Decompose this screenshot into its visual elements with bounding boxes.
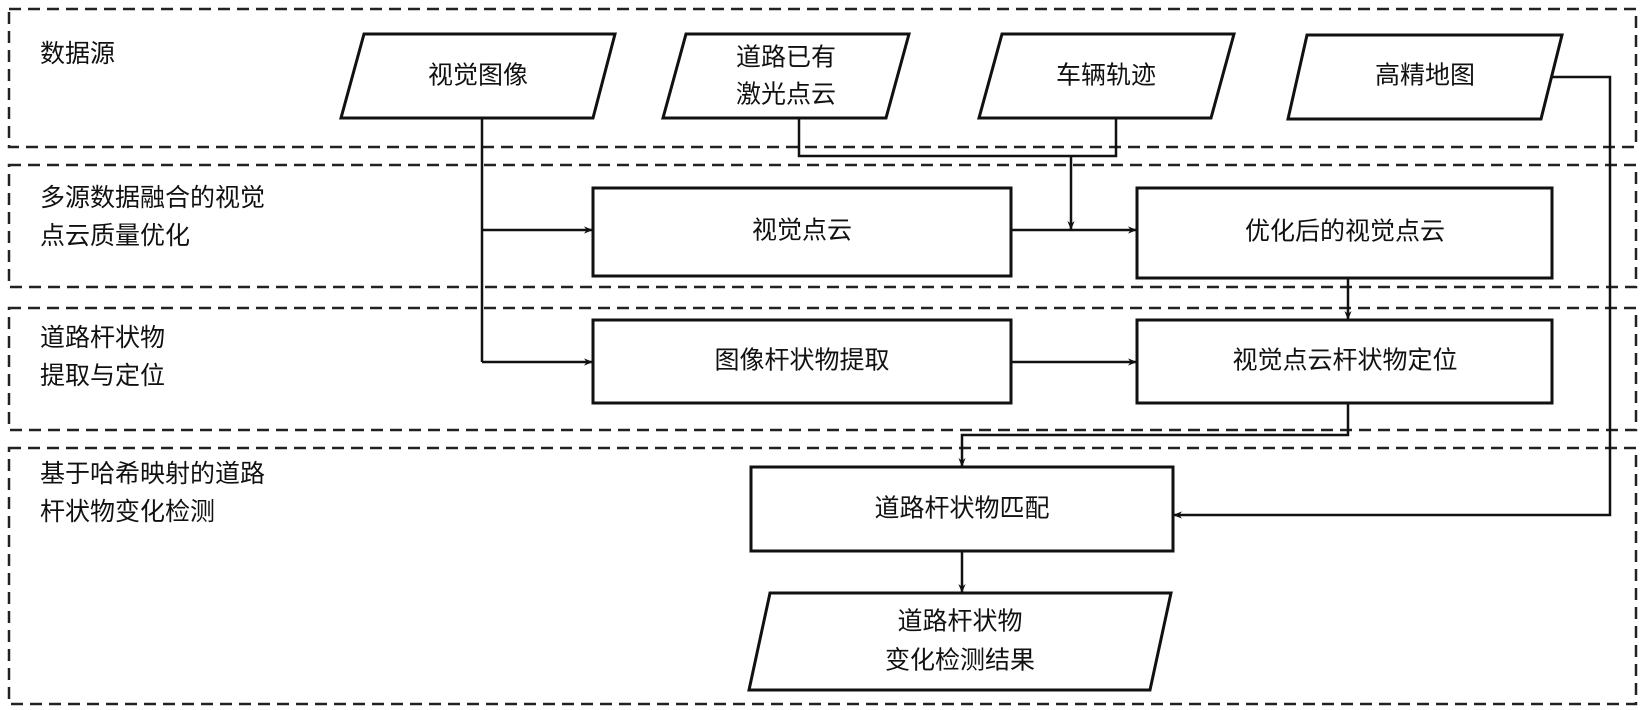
process-cloud-pole-localization-label: 视觉点云杆状物定位 <box>1232 346 1457 375</box>
process-visual-cloud-label: 视觉点云 <box>752 216 852 245</box>
input-visual-image-label: 视觉图像 <box>428 61 528 90</box>
section-label-detection-line1: 基于哈希映射的道路 <box>40 459 265 488</box>
process-cloud-pole-localization: 视觉点云杆状物定位 <box>1135 318 1554 405</box>
section-label-detection-line2: 杆状物变化检测 <box>40 497 215 526</box>
output-change-detection-result: 道路杆状物 变化检测结果 <box>747 591 1173 692</box>
process-pole-matching-label: 道路杆状物匹配 <box>874 494 1049 523</box>
input-vehicle-track: 车辆轨迹 <box>977 32 1236 120</box>
input-visual-image: 视觉图像 <box>339 32 617 120</box>
section-label-extraction-line1: 道路杆状物 <box>40 323 165 352</box>
process-visual-cloud: 视觉点云 <box>591 186 1013 278</box>
arrow-hd-map-to-matching <box>1173 75 1612 519</box>
input-hd-map-label: 高精地图 <box>1375 61 1475 90</box>
process-optimized-cloud-label: 优化后的视觉点云 <box>1245 217 1445 246</box>
input-laser-cloud: 道路已有 激光点云 <box>661 32 911 120</box>
input-vehicle-track-label: 车辆轨迹 <box>1056 61 1156 90</box>
section-label-data-source: 数据源 <box>40 39 115 68</box>
process-pole-matching: 道路杆状物匹配 <box>749 465 1175 553</box>
section-label-optimization-line2: 点云质量优化 <box>40 221 190 250</box>
output-label-line1: 道路杆状物 <box>897 607 1022 636</box>
input-laser-cloud-label-line2: 激光点云 <box>736 80 836 109</box>
section-label-optimization-line1: 多源数据融合的视觉 <box>40 183 265 212</box>
process-image-pole-extraction: 图像杆状物提取 <box>591 318 1013 405</box>
process-optimized-cloud: 优化后的视觉点云 <box>1135 186 1554 280</box>
input-hd-map: 高精地图 <box>1286 33 1564 121</box>
section-data-source <box>7 7 1638 149</box>
output-label-line2: 变化检测结果 <box>885 646 1035 675</box>
process-image-pole-extraction-label: 图像杆状物提取 <box>714 346 889 375</box>
input-laser-cloud-label-line1: 道路已有 <box>736 43 836 72</box>
section-change-detection <box>7 446 1638 706</box>
section-label-extraction-line2: 提取与定位 <box>40 361 165 390</box>
arrow-to-pole-matching <box>958 403 1350 467</box>
connector-laser-track <box>797 118 1118 158</box>
